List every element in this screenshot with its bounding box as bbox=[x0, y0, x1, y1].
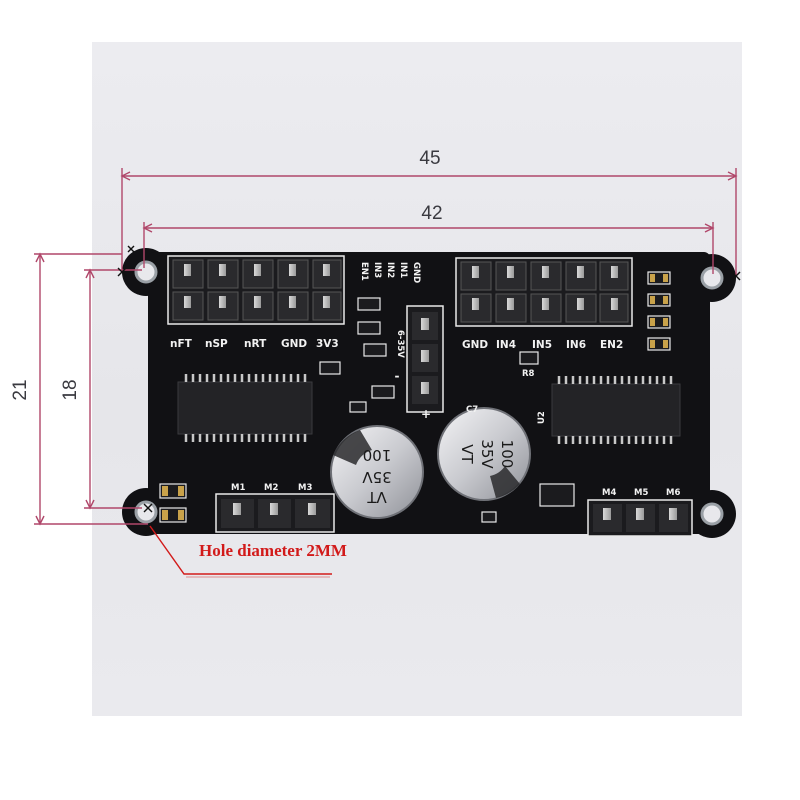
hole-diameter-leader bbox=[149, 525, 332, 578]
capacitor-left-value: 100 bbox=[363, 446, 392, 464]
capacitor-right-value: 100 bbox=[498, 440, 516, 469]
label-m1: M1 bbox=[231, 483, 245, 493]
polarity-marks: + - bbox=[395, 369, 432, 421]
label-c7: C7 bbox=[466, 405, 478, 415]
label-in4: IN4 bbox=[496, 339, 516, 351]
label-3v3: 3V3 bbox=[316, 338, 339, 350]
label-u2: U2 bbox=[537, 411, 547, 424]
label-in2: IN2 bbox=[385, 262, 395, 278]
label-gnd-right: GND bbox=[462, 339, 488, 351]
label-gnd-middle: GND bbox=[411, 262, 421, 283]
svg-text:-: - bbox=[395, 369, 400, 383]
capacitor-right: 100 35V VT bbox=[437, 407, 531, 501]
dimension-outer-width: 45 bbox=[419, 148, 440, 169]
left-pin-header bbox=[167, 255, 345, 325]
middle-header-labels: EN1 IN3 IN2 IN1 GND bbox=[359, 262, 421, 283]
dimension-outer-height: 21 bbox=[10, 379, 31, 400]
hole-crosshair-markers bbox=[117, 245, 741, 535]
label-in5: IN5 bbox=[532, 339, 552, 351]
capacitor-left: VT 35V 100 bbox=[330, 425, 424, 519]
label-en2: EN2 bbox=[600, 339, 623, 351]
label-nrt: nRT bbox=[244, 338, 267, 350]
motor-header-left bbox=[215, 493, 335, 533]
capacitor-right-series: VT bbox=[458, 444, 476, 464]
label-m4: M4 bbox=[602, 488, 616, 498]
label-m6: M6 bbox=[666, 488, 680, 498]
label-in1: IN1 bbox=[398, 262, 408, 278]
label-nft: nFT bbox=[170, 338, 193, 350]
label-en1: EN1 bbox=[359, 262, 369, 281]
capacitor-right-voltage: 35V bbox=[478, 439, 496, 469]
right-header-labels: GND IN4 IN5 IN6 EN2 bbox=[462, 339, 623, 351]
label-in3: IN3 bbox=[372, 262, 382, 278]
svg-text:+: + bbox=[421, 407, 431, 421]
label-in6: IN6 bbox=[566, 339, 586, 351]
label-r8: R8 bbox=[522, 369, 535, 379]
right-pin-header bbox=[455, 257, 633, 327]
power-pin-header bbox=[406, 305, 444, 413]
label-m3: M3 bbox=[298, 483, 312, 493]
left-header-labels: nFT nSP nRT GND 3V3 bbox=[170, 338, 339, 350]
label-nsp: nSP bbox=[205, 338, 228, 350]
dimension-hole-spacing-horizontal: 42 bbox=[421, 203, 442, 224]
label-gnd-left: GND bbox=[281, 338, 307, 350]
hole-diameter-note: Hole diameter 2MM bbox=[199, 541, 347, 560]
driver-chip-left bbox=[177, 374, 313, 442]
motor-labels: M1 M2 M3 M4 M5 M6 bbox=[231, 483, 680, 498]
dimension-lines bbox=[34, 168, 738, 526]
label-m2: M2 bbox=[264, 483, 278, 493]
driver-chip-right bbox=[551, 376, 681, 444]
mounting-holes bbox=[134, 260, 724, 526]
capacitor-left-voltage: 35V bbox=[362, 468, 392, 486]
dimension-hole-spacing-vertical: 18 bbox=[60, 379, 81, 400]
label-m5: M5 bbox=[634, 488, 648, 498]
capacitor-left-series: VT bbox=[366, 488, 386, 506]
label-power-input: 6-35V bbox=[395, 330, 405, 358]
motor-header-right bbox=[587, 499, 693, 537]
